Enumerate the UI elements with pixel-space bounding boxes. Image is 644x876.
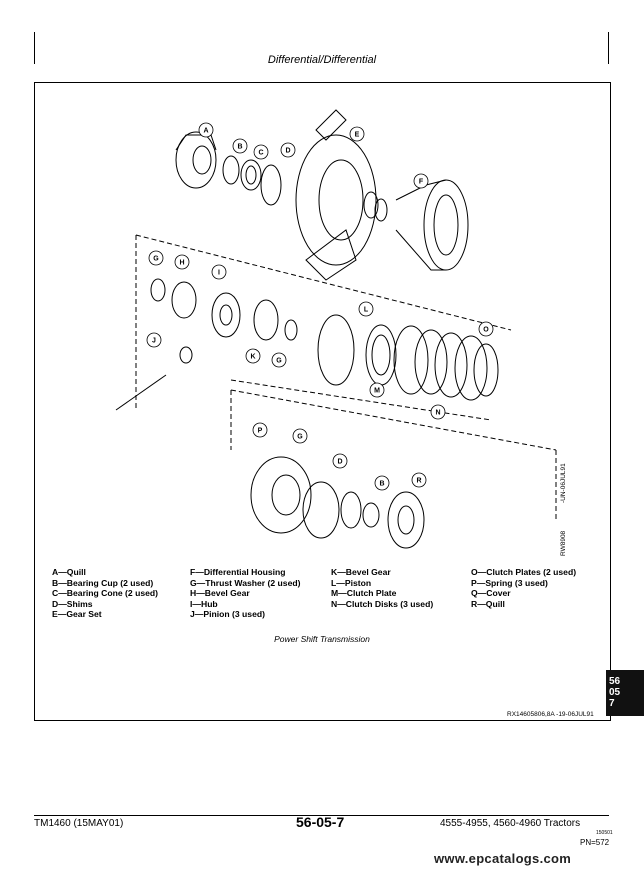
tab-line: 05 <box>609 687 621 698</box>
callout-label: B <box>237 144 242 151</box>
watermark: www.epcatalogs.com <box>434 851 572 866</box>
callout-label: G <box>297 434 303 441</box>
legend-col-1: A—Quill B—Bearing Cup (2 used) C—Bearing… <box>52 567 158 620</box>
callout-label: P <box>258 428 263 435</box>
figure-caption: Power Shift Transmission <box>274 634 370 644</box>
legend-item: I—Hub <box>190 598 218 609</box>
legend-item: L—Piston <box>331 577 372 588</box>
footer-models: 4555-4955, 4560-4960 Tractors <box>440 818 581 829</box>
legend-col-4: O—Clutch Plates (2 used) P—Spring (3 use… <box>471 567 576 609</box>
legend-item: B—Bearing Cup (2 used) <box>52 577 154 588</box>
section-title: Differential/Differential <box>267 54 377 66</box>
callout-label: J <box>152 338 156 345</box>
footer-page-number: 56-05-7 <box>296 814 345 830</box>
legend-item: K—Bevel Gear <box>331 567 391 577</box>
callout-label: K <box>250 354 255 361</box>
figure-frame <box>34 82 611 721</box>
figure-side-id-1: RW8908 <box>560 530 567 556</box>
tab-line: 56 <box>609 676 621 687</box>
legend-col-3: K—Bevel Gear L—Piston M—Clutch Plate N—C… <box>331 567 433 609</box>
legend-item: H—Bevel Gear <box>190 588 250 599</box>
legend-item: E—Gear Set <box>52 609 102 620</box>
callout-label: B <box>379 481 384 488</box>
legend-col-2: F—Differential Housing G—Thrust Washer (… <box>190 567 300 620</box>
legend-item: F—Differential Housing <box>190 567 286 577</box>
margin-line-right <box>608 32 609 64</box>
legend-item: P—Spring (3 used) <box>471 577 548 588</box>
callout-label: R <box>416 478 421 485</box>
callout-label: L <box>364 307 369 314</box>
footer-code: 150501 <box>596 830 613 836</box>
callout-label: D <box>285 148 290 155</box>
footer-pn: PN=572 <box>580 838 610 847</box>
legend-item: M—Clutch Plate <box>331 588 397 599</box>
footer-manual-id: TM1460 (15MAY01) <box>34 818 124 829</box>
callout-label: M <box>374 388 380 395</box>
legend-item: J—Pinion (3 used) <box>190 609 265 620</box>
callout-label: A <box>203 128 208 135</box>
legend-item: R—Quill <box>471 598 505 609</box>
callout-label: G <box>153 256 159 263</box>
callout-label: E <box>355 132 360 139</box>
callout-label: O <box>483 327 489 334</box>
exploded-diagram: A B C D E F G H I J K G L M N O P G D B … <box>115 109 557 549</box>
legend-item: O—Clutch Plates (2 used) <box>471 567 577 577</box>
figure-side-id-2: -UN-06JUL91 <box>560 463 567 503</box>
section-tab: 56 05 7 <box>606 670 644 716</box>
callout-label: F <box>419 179 424 186</box>
legend-item: A—Quill <box>52 567 86 577</box>
callout-label: C <box>258 150 263 157</box>
callout-label: I <box>218 270 220 277</box>
legend-item: C—Bearing Cone (2 used) <box>52 588 159 599</box>
footer-rule <box>34 815 609 816</box>
legend-item: D—Shims <box>52 598 93 609</box>
tab-line: 7 <box>609 698 615 709</box>
callout-label: N <box>435 410 440 417</box>
legend-item: G—Thrust Washer (2 used) <box>190 577 301 588</box>
figure-reference: RX14605806,8A -19-06JUL91 <box>507 711 594 718</box>
callout-label: H <box>179 260 184 267</box>
callout-label: G <box>276 358 282 365</box>
callout-label: D <box>337 459 342 466</box>
margin-line-left <box>34 32 35 64</box>
legend-item: Q—Cover <box>471 588 511 599</box>
legend-item: N—Clutch Disks (3 used) <box>331 598 434 609</box>
